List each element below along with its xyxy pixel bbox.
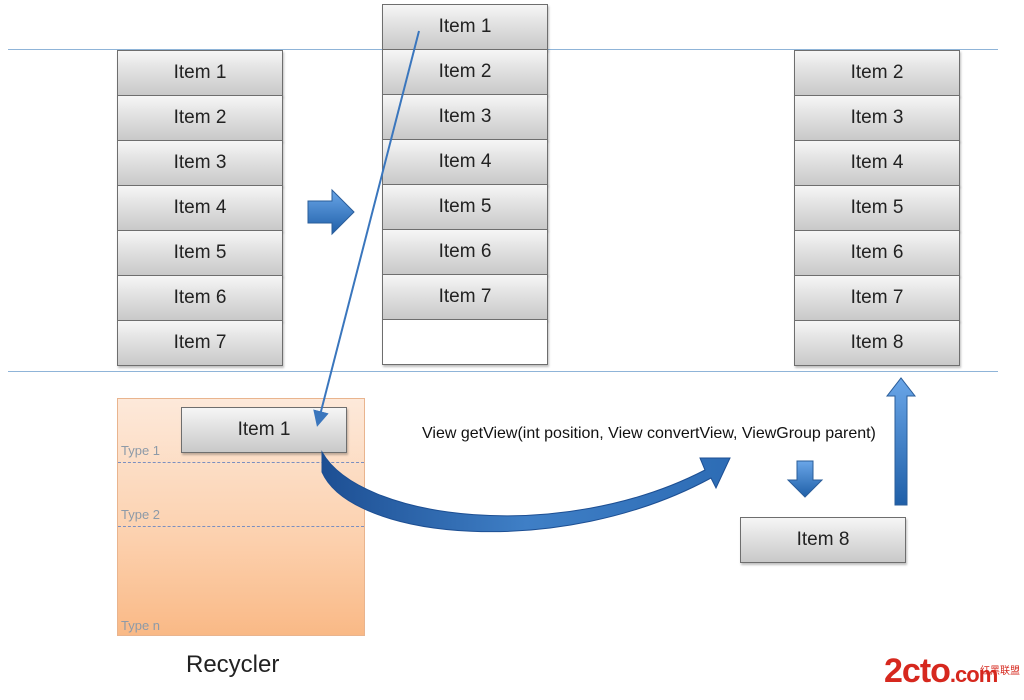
watermark-logo: 2cto.com [884, 652, 998, 691]
up-arrow-icon [885, 377, 917, 506]
list-item: Item 2 [382, 49, 548, 95]
recycler-label: Recycler [186, 651, 280, 678]
list-item: Item 7 [117, 320, 283, 366]
convert-view-curve-arrow-icon [321, 450, 731, 533]
list-item: Item 2 [794, 50, 960, 96]
list-item: Item 7 [382, 274, 548, 320]
scroll-right-arrow-icon [307, 188, 355, 236]
new-item-wrapper: Item 8 [740, 517, 906, 563]
list-item: Item 6 [117, 275, 283, 321]
list-item: Item 6 [382, 229, 548, 275]
list-item: Item 2 [117, 95, 283, 141]
list-item: Item 4 [382, 139, 548, 185]
type-separator [118, 462, 364, 463]
bottom-viewport-line [8, 371, 998, 372]
list-item: Item 4 [117, 185, 283, 231]
list-item: Item 7 [794, 275, 960, 321]
list-scrolling: Item 1 Item 2 Item 3 Item 4 Item 5 Item … [382, 4, 548, 365]
list-item: Item 6 [794, 230, 960, 276]
new-item: Item 8 [740, 517, 906, 563]
list-item: Item 3 [794, 95, 960, 141]
list-item: Item 4 [794, 140, 960, 186]
list-item: Item 5 [117, 230, 283, 276]
recycle-line-arrow [313, 30, 420, 427]
type-separator [118, 526, 364, 527]
list-item: Item 3 [382, 94, 548, 140]
empty-slot [382, 319, 548, 365]
type-label: Type n [121, 618, 161, 633]
list-item: Item 8 [794, 320, 960, 366]
down-arrow-icon [786, 460, 824, 498]
watermark-logo-text: 2cto [884, 652, 951, 690]
list-before-scroll: Item 1 Item 2 Item 3 Item 4 Item 5 Item … [117, 50, 283, 366]
list-item: Item 5 [382, 184, 548, 230]
list-item: Item 1 [382, 4, 548, 50]
list-after-scroll: Item 2 Item 3 Item 4 Item 5 Item 6 Item … [794, 50, 960, 366]
type-label: Type 1 [121, 443, 161, 458]
method-signature: View getView(int position, View convertV… [422, 425, 876, 442]
watermark-cn: 红黑联盟 [980, 666, 1020, 677]
watermark-logo-suffix: .com [949, 662, 998, 687]
type-label: Type 2 [121, 507, 161, 522]
